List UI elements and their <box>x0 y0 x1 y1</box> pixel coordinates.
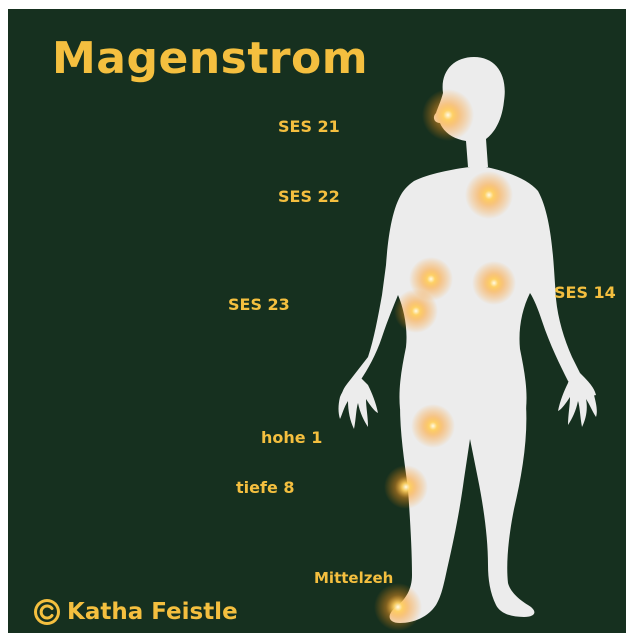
label-ses22: SES 22 <box>278 189 340 205</box>
human-silhouette <box>339 57 597 623</box>
author-name: Katha Feistle <box>67 601 238 624</box>
copyright-icon <box>33 598 61 626</box>
label-hohe1: hohe 1 <box>261 430 322 446</box>
glow-point-ses14 <box>472 261 516 305</box>
glow-point-ses21 <box>422 89 474 141</box>
label-ses23: SES 23 <box>228 297 290 313</box>
diagram-canvas: Magenstrom SES 21 SES 22 SES 23 SES 14 h… <box>8 9 626 633</box>
glow-point-hohe1 <box>411 404 455 448</box>
body-figure <box>8 9 626 633</box>
page-title: Magenstrom <box>52 37 368 81</box>
glow-point-ses22 <box>465 171 513 219</box>
label-tiefe8: tiefe 8 <box>236 480 295 496</box>
copyright-footer: Katha Feistle <box>33 598 238 626</box>
label-mittelzeh: Mittelzeh <box>314 571 393 586</box>
glow-point-tiefe8 <box>384 465 428 509</box>
glow-point-mittelzeh <box>374 583 422 631</box>
label-ses14: SES 14 <box>554 285 616 301</box>
label-ses21: SES 21 <box>278 119 340 135</box>
glow-point-ses23-lower <box>394 289 438 333</box>
